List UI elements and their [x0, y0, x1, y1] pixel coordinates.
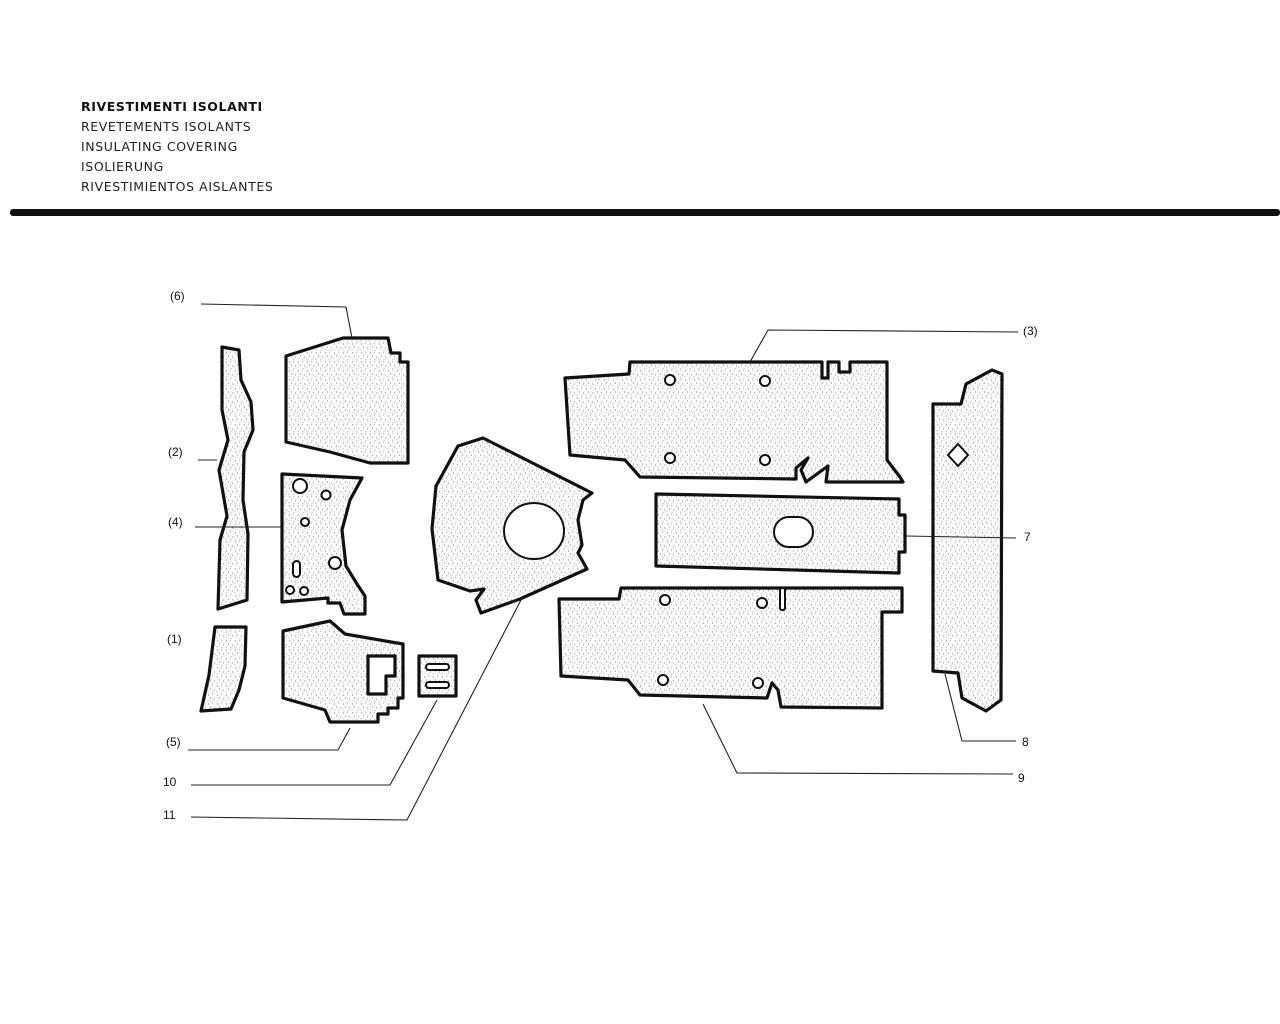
part-9-hole — [752, 677, 764, 689]
title-block: RIVESTIMENTI ISOLANTI REVETEMENTS ISOLAN… — [81, 97, 273, 197]
header-divider — [10, 209, 1280, 216]
title-english: INSULATING COVERING — [81, 139, 238, 154]
part-4-hole — [292, 478, 308, 494]
leader-3 — [749, 329, 1019, 363]
callout-9: 9 — [1018, 771, 1025, 785]
part-9-hole — [657, 674, 669, 686]
leader-5 — [188, 727, 351, 751]
part-9-hole — [756, 597, 768, 609]
part-9-lower-floor-panel — [557, 586, 904, 710]
leader-7 — [905, 535, 1017, 539]
part-7-oval-slot — [773, 516, 814, 548]
part-4-hole — [299, 586, 309, 596]
part-6-upper-panel — [284, 336, 410, 465]
part-4-hole — [300, 517, 310, 527]
part-3-hole — [664, 452, 676, 464]
part-10-slotted-plate — [417, 654, 458, 698]
part-1-lower-strip — [199, 625, 248, 713]
part-3-hole — [664, 374, 676, 386]
title-french: REVETEMENTS ISOLANTS — [81, 119, 252, 134]
part-2-side-panel — [216, 345, 255, 611]
part-4-hole — [328, 556, 342, 570]
callout-11: 11 — [163, 808, 176, 822]
callout-3: (3) — [1023, 324, 1038, 338]
part-5-lower-panel — [281, 619, 405, 724]
callout-2: (2) — [168, 445, 183, 459]
callout-7: 7 — [1024, 530, 1031, 544]
leader-11 — [190, 597, 523, 821]
leader-10 — [191, 699, 438, 786]
part-9-notch — [779, 587, 786, 611]
title-italian: RIVESTIMENTI ISOLANTI — [81, 99, 263, 114]
leader-8 — [944, 673, 1016, 742]
title-spanish: RIVESTIMIENTOS AISLANTES — [81, 179, 274, 194]
part-10-slot — [425, 681, 450, 689]
part-8-diamond-hole — [946, 442, 970, 468]
part-10-slot — [425, 663, 450, 671]
part-3-hole — [759, 375, 771, 387]
callout-5: (5) — [166, 735, 181, 749]
part-8-right-panel — [931, 368, 1004, 713]
part-11-center-hole — [503, 502, 565, 560]
part-4-hole — [320, 489, 332, 501]
callout-6: (6) — [170, 289, 185, 303]
callout-8: 8 — [1022, 735, 1029, 749]
leader-9 — [702, 703, 1014, 775]
part-4-perforated-panel — [280, 472, 367, 616]
title-german: ISOLIERUNG — [81, 159, 164, 174]
part-4-slot — [292, 560, 301, 578]
part-3-upper-floor-panel — [563, 360, 905, 484]
part-9-hole — [659, 594, 671, 606]
callout-4: (4) — [168, 515, 183, 529]
leader-6 — [200, 303, 353, 339]
part-4-hole — [285, 585, 295, 595]
part-3-hole — [759, 454, 771, 466]
callout-1: (1) — [167, 632, 182, 646]
callout-10: 10 — [163, 775, 177, 789]
